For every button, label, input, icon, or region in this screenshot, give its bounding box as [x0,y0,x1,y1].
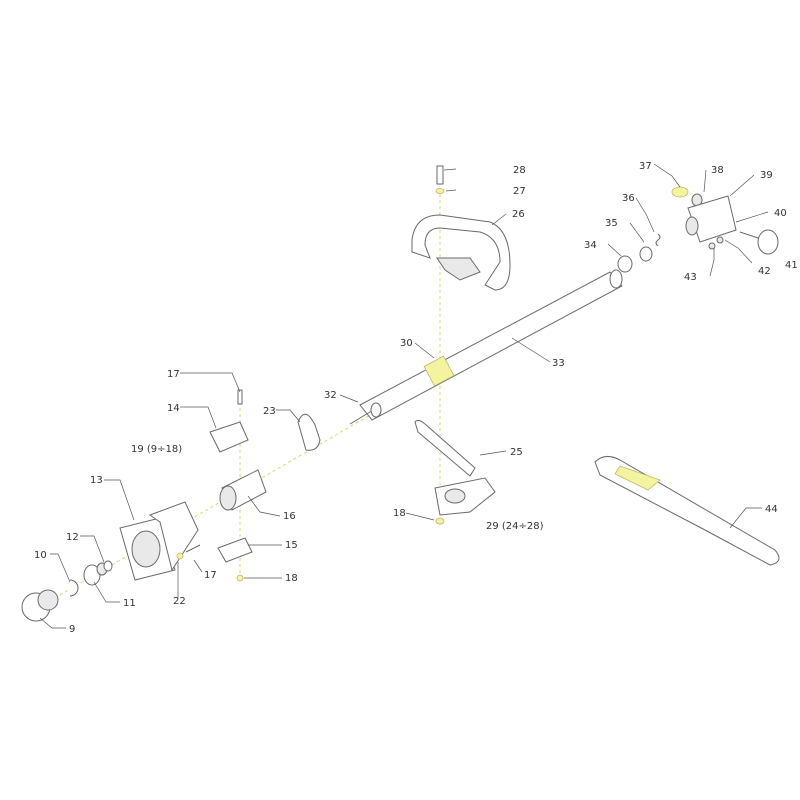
label-18-bottom: 18 [285,573,298,584]
label-15: 15 [285,540,298,551]
label-22: 22 [173,596,186,607]
label-28: 28 [513,165,526,176]
label-37: 37 [639,161,652,172]
shaft-sleeve [423,355,455,387]
label-26: 26 [512,209,525,220]
label-13: 13 [90,475,103,486]
label-25: 25 [510,447,523,458]
label-40: 40 [774,208,787,219]
label-34: 34 [584,240,597,251]
label-17-top: 17 [167,369,180,380]
label-33: 33 [552,358,565,369]
label-44: 44 [765,504,778,515]
shaft-clamps [209,421,253,563]
handle-fasteners [435,165,445,525]
label-11: 11 [123,598,136,609]
label-27: 27 [513,186,526,197]
hanger-tab [297,413,321,451]
gearbox-housing [119,501,199,581]
drive-shaft-end [349,402,382,425]
main-shaft [359,269,623,421]
label-32: 32 [324,390,337,401]
label-36: 36 [622,193,635,204]
label-42: 42 [758,266,771,277]
coupling-tube [219,469,267,511]
label-18-mid: 18 [393,508,406,519]
label-19: 19 (9÷18) [131,444,182,455]
label-10: 10 [34,550,47,561]
callout-labels: 28 27 26 37 38 39 36 40 35 34 41 42 43 3… [34,161,798,635]
label-16: 16 [283,511,296,522]
label-38: 38 [711,165,724,176]
throttle-assembly [671,186,779,255]
label-23: 23 [263,406,276,417]
gear-parts [21,560,113,622]
label-14: 14 [167,403,180,414]
label-29: 29 (24÷28) [486,521,544,532]
shaft-end-parts [617,233,661,273]
label-30: 30 [400,338,413,349]
label-12: 12 [66,532,79,543]
label-43: 43 [684,272,697,283]
loop-handle [411,214,511,291]
label-35: 35 [605,218,618,229]
leader-lines [39,163,769,629]
shoulder-strap [594,456,780,566]
label-39: 39 [760,170,773,181]
label-41: 41 [785,260,798,271]
small-fasteners [176,389,244,582]
label-17-bottom: 17 [204,570,217,581]
handle-bracket [414,419,496,516]
label-9: 9 [69,624,75,635]
